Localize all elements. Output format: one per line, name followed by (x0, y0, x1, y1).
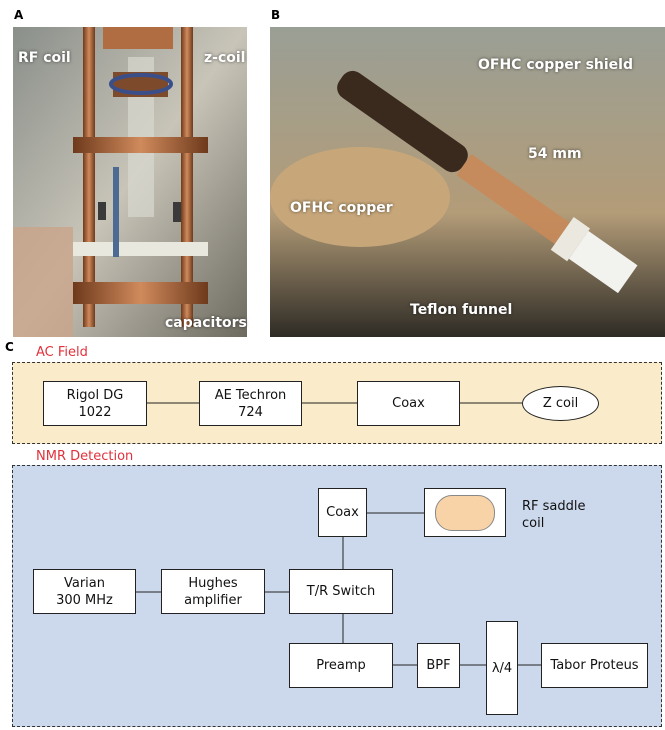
rigol-line1: Rigol DG (66, 387, 124, 403)
ac-coax-block: Coax (357, 381, 460, 426)
label-teflon-funnel: Teflon funnel (410, 302, 513, 318)
hughes-line1: Hughes (188, 575, 238, 591)
z-coil-ellipse: Z coil (522, 386, 599, 421)
preamp-block: Preamp (289, 643, 393, 688)
probe-photo-a (13, 27, 247, 337)
panel-a-photo (13, 27, 247, 337)
panel-b-photo (270, 27, 665, 337)
ac-field-title: AC Field (36, 345, 88, 360)
rigol-line2: 1022 (78, 404, 112, 420)
rf-saddle-coil-label: RF saddle coil (522, 498, 586, 532)
label-z-coil: z-coil (204, 50, 246, 66)
probe-photo-b (270, 27, 665, 337)
hughes-amplifier-block: Hughes amplifier (161, 569, 265, 614)
rf-coil-shape (435, 494, 495, 531)
varian-line2: 300 MHz (56, 592, 113, 608)
panel-b-letter: B (271, 8, 281, 22)
quarter-wave-block: λ/4 (486, 621, 518, 715)
panel-c-letter: C (5, 340, 14, 354)
label-capacitors: capacitors (165, 315, 247, 331)
ae-line2: 724 (238, 404, 263, 420)
label-ofhc-copper: OFHC copper (290, 200, 393, 216)
nmr-title: NMR Detection (36, 449, 134, 464)
ae-line1: AE Techron (214, 387, 287, 403)
rf-coil-line2: coil (522, 516, 545, 531)
label-copper-shield: OFHC copper shield (478, 57, 633, 73)
varian-line1: Varian (63, 575, 105, 591)
rf-coil-line1: RF saddle (522, 499, 586, 514)
nmr-coax-block: Coax (318, 488, 367, 537)
rf-saddle-coil-block (424, 488, 506, 537)
varian-block: Varian 300 MHz (33, 569, 136, 614)
rigol-dg1022-block: Rigol DG 1022 (43, 381, 147, 426)
label-rf-coil: RF coil (18, 50, 71, 66)
tr-switch-block: T/R Switch (289, 569, 393, 614)
tabor-proteus-block: Tabor Proteus (541, 643, 648, 688)
label-54mm: 54 mm (528, 146, 582, 162)
panel-a-letter: A (14, 8, 24, 22)
hughes-line2: amplifier (184, 592, 242, 608)
ae-techron-block: AE Techron 724 (199, 381, 302, 426)
bpf-block: BPF (417, 643, 460, 688)
